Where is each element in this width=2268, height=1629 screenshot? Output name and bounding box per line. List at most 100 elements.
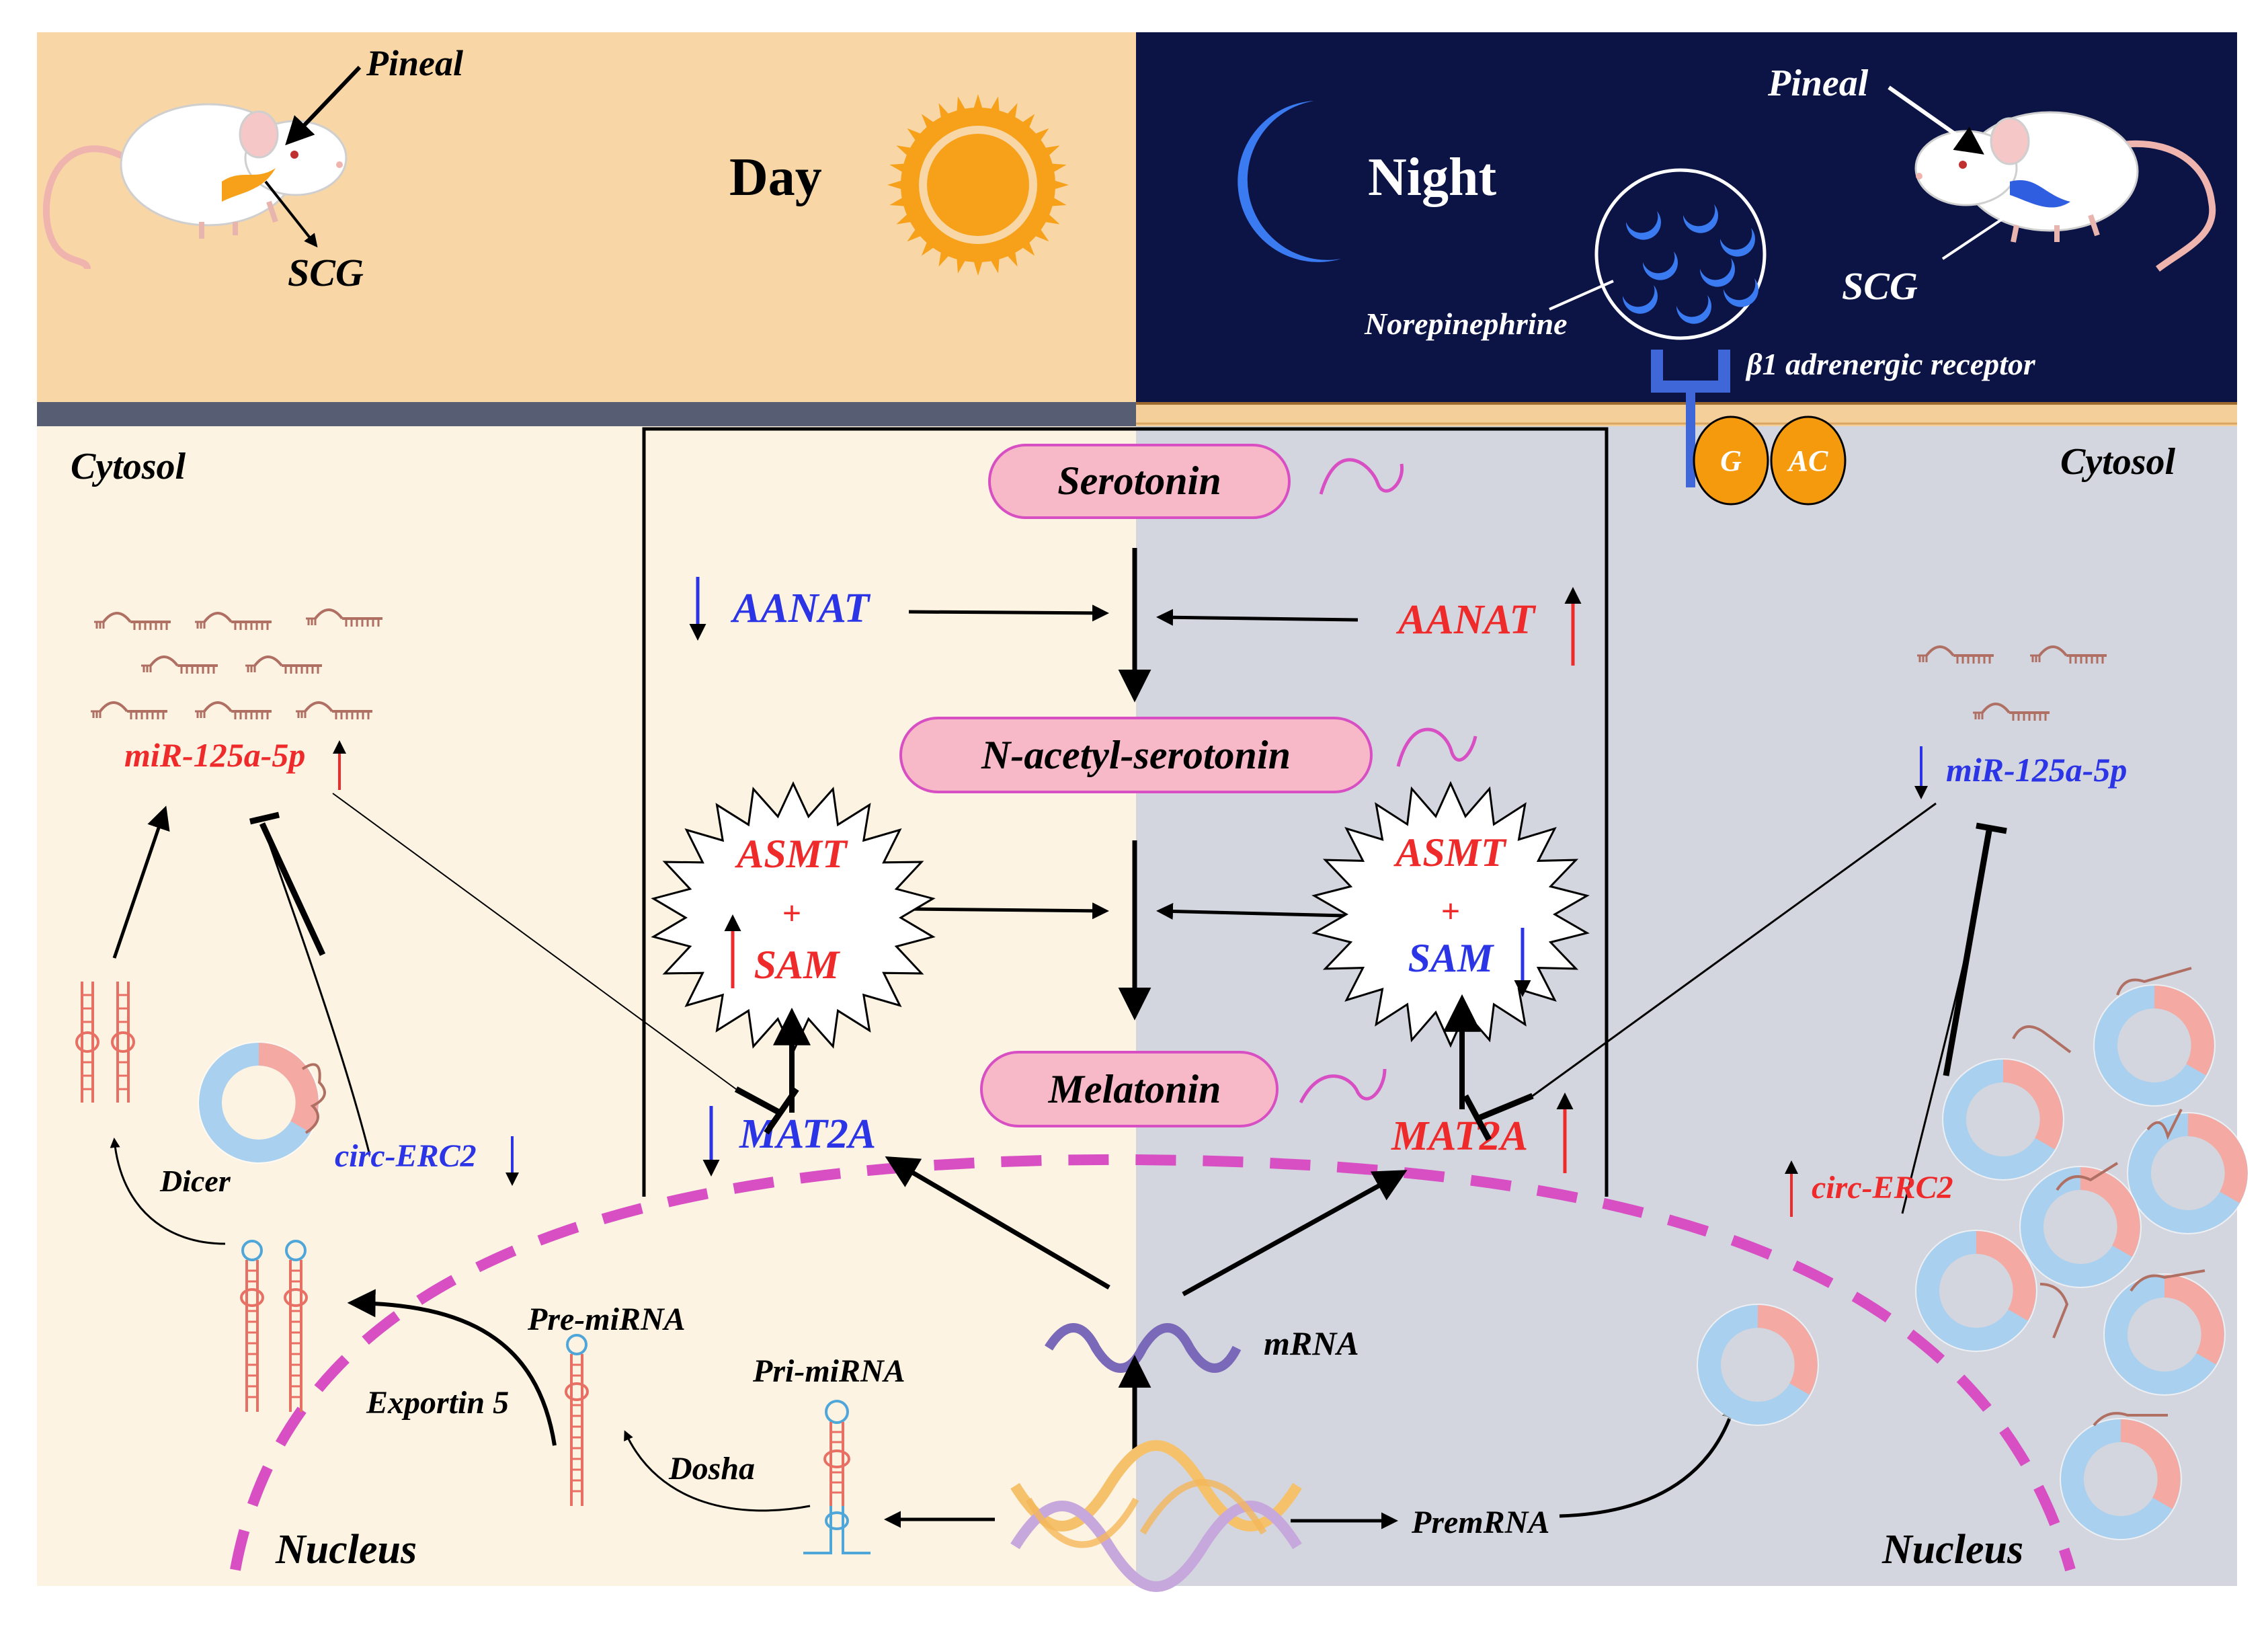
receptor-label: β1 adrenergic receptor [1745,347,2036,381]
day-scg-label: SCG [288,251,364,294]
g-label: G [1720,444,1742,477]
day-membrane [37,402,1136,426]
sun-ray [938,103,951,121]
melatonin-pill [980,1051,1279,1127]
sun-ray [1005,103,1018,121]
day-pineal-label: Pineal [366,43,463,83]
sun-ray [973,258,983,276]
circ-right-label: circ-ERC2 [1812,1170,1953,1205]
plus-left: + [782,894,802,932]
sun-ray [887,180,905,190]
mrna-wave [1045,1323,1242,1373]
nucleus-membrane [230,1154,2076,1572]
asmt-sam-starburst-right [1311,781,1590,1048]
premrna-label: PremRNA [1411,1505,1549,1540]
norepinephrine-molecule [1625,211,1661,240]
night-pineal-label: Pineal [1767,63,1869,104]
circ-erc2-ring-left [198,1042,325,1163]
sun-ray [921,114,936,130]
norepinephrine-molecule [1622,285,1658,314]
norepinephrine-label: Norepinephrine [1364,307,1568,341]
mrna-label: mRNA [1264,1324,1359,1362]
cytosol-left-label: Cytosol [71,446,186,487]
norepinephrine-molecule [1683,204,1718,233]
g-protein-icon [1693,415,1769,506]
sun-ray [896,212,914,225]
cytosol-right-bg [1136,426,2237,1586]
sun-ray [921,239,936,256]
aanat-right-label: AANAT [1395,597,1536,643]
ac-label: AC [1787,444,1828,477]
serotonin-squiggle [1319,458,1404,495]
mirna-right-label: miR-125a-5p [1946,751,2127,789]
day-mouse-illustration [42,103,348,270]
norepinephrine-molecule [1699,258,1735,287]
sun-ray [1051,180,1069,190]
norepinephrine-vesicle [1594,168,1767,340]
norepinephrine-molecule [1719,228,1755,257]
sun-ray [1049,196,1067,206]
adenylyl-cyclase-icon [1770,415,1847,506]
day-title: Day [729,148,822,207]
sun-ray [1005,249,1018,267]
pre-mirna-label: Pre-miRNA [527,1302,686,1337]
sun-ray [896,145,914,158]
sun-ray [973,94,983,112]
night-mouse-illustration [1914,111,2216,272]
asmt-left-label: ASMT [734,832,848,876]
exportin-label: Exportin 5 [366,1385,509,1421]
sun-ray [889,163,907,174]
plus-right: + [1441,892,1461,930]
sun-ray [1020,114,1035,130]
sun-icon [887,94,1069,276]
sun-ray [907,128,924,143]
n-acetyl-serotonin-label: N-acetyl-serotonin [981,733,1291,777]
serotonin-pill [988,444,1291,519]
sam-right-label: SAM [1408,936,1495,980]
night-scg-label: SCG [1842,264,1918,308]
norepinephrine-molecule [1676,295,1711,324]
beta1-receptor-icon [1651,350,1730,487]
sun-ray [907,227,924,242]
sun-ray [938,249,951,267]
pri-mirna [803,1400,870,1554]
dna-helix [1010,1440,1302,1592]
sun-ray [1032,227,1049,242]
circ-left-label: circ-ERC2 [335,1138,477,1174]
mat2a-right-label: MAT2A [1391,1113,1528,1159]
sun-ray [989,96,1000,114]
nucleus-left-label: Nucleus [275,1527,417,1573]
sun-ray [1042,212,1060,225]
pathway-box [642,427,1609,1197]
sun-ray [957,96,967,114]
norepinephrine-molecule [1723,278,1758,307]
melatonin-squiggle [1299,1068,1387,1104]
circ-erc2-rings-right [1697,967,2249,1540]
pri-mirna-label: Pri-miRNA [752,1353,905,1389]
sun-ray [1049,163,1067,174]
serotonin-label: Serotonin [1057,459,1221,503]
sun-ray [1042,145,1060,158]
norepinephrine-molecule [1642,251,1678,280]
n-acetyl-serotonin-pill [899,717,1373,793]
cytosol-right-label: Cytosol [2060,441,2176,483]
sun-ray [1032,128,1049,143]
mat2a-left-label: MAT2A [739,1111,876,1157]
dosha-label: Dosha [668,1451,755,1486]
mirna-left-label: miR-125a-5p [124,736,305,774]
melatonin-label: Melatonin [1048,1067,1221,1111]
sun-ray [1020,239,1035,256]
sun-ray [957,255,967,274]
mirna-duplex-left [75,982,135,1103]
night-title: Night [1368,148,1496,207]
cytosol-left-bg [37,426,1136,1586]
nucleus-right-label: Nucleus [1881,1527,2023,1573]
sun-ray [889,196,907,206]
sam-left-label: SAM [754,943,841,987]
aanat-left-label: AANAT [730,586,870,631]
sun-ray [989,255,1000,274]
dicer-label: Dicer [159,1164,231,1198]
nas-squiggle [1396,727,1477,767]
